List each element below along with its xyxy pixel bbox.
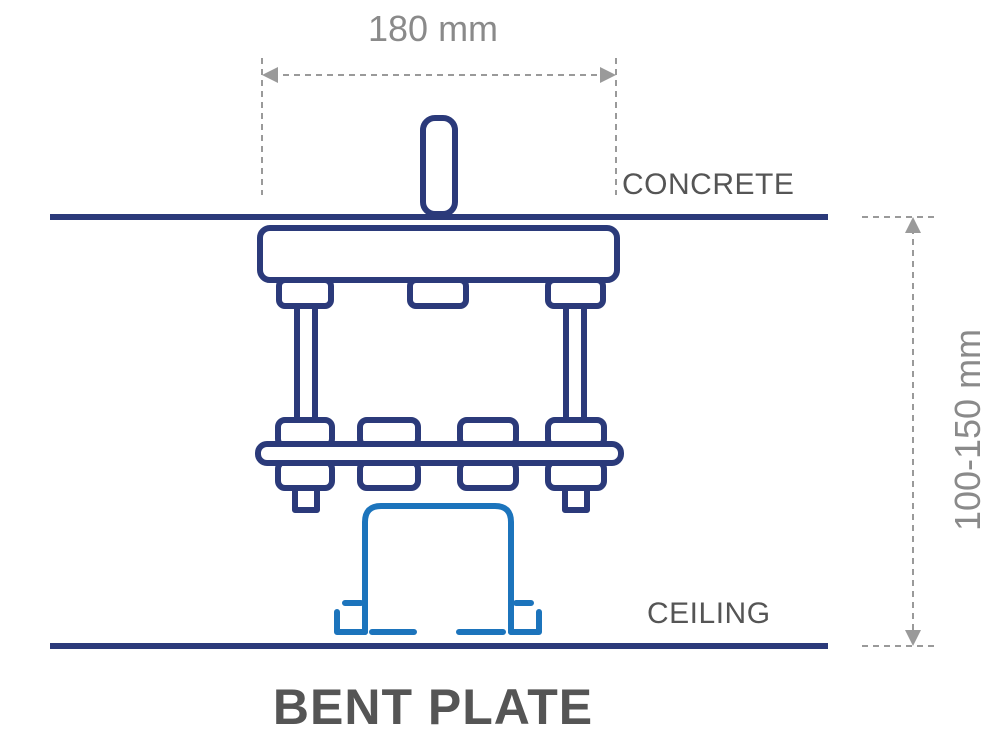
profile-body <box>362 503 514 635</box>
height-arrow-top <box>905 217 921 233</box>
profile-flange-right <box>456 600 542 635</box>
profile-flange-left <box>334 600 417 635</box>
bent-plate <box>257 225 620 283</box>
diagram-title: BENT PLATE <box>272 679 594 735</box>
height-dimension-label: 100-150 mm <box>947 328 988 532</box>
hanger-assembly <box>255 115 624 513</box>
threaded-rod-right <box>563 303 587 423</box>
nut-top-right <box>545 277 606 309</box>
cross-bar <box>255 441 624 466</box>
ceiling-label: CEILING <box>647 597 771 630</box>
height-arrow-bottom <box>905 630 921 646</box>
height-dimension <box>862 216 935 647</box>
rod-tail-left <box>292 485 320 513</box>
width-dimension-label: 180 mm <box>368 8 499 49</box>
concrete-label: CONCRETE <box>622 168 795 201</box>
width-dimension <box>261 58 617 195</box>
width-arrow-right <box>600 67 616 83</box>
ceiling-profile <box>334 503 542 635</box>
rod-tail-right <box>562 485 590 513</box>
nut-top-center <box>407 277 469 309</box>
anchor-bolt <box>420 115 458 217</box>
threaded-rod-left <box>294 303 318 423</box>
nut-top-left <box>276 277 334 309</box>
width-arrow-left <box>262 67 278 83</box>
